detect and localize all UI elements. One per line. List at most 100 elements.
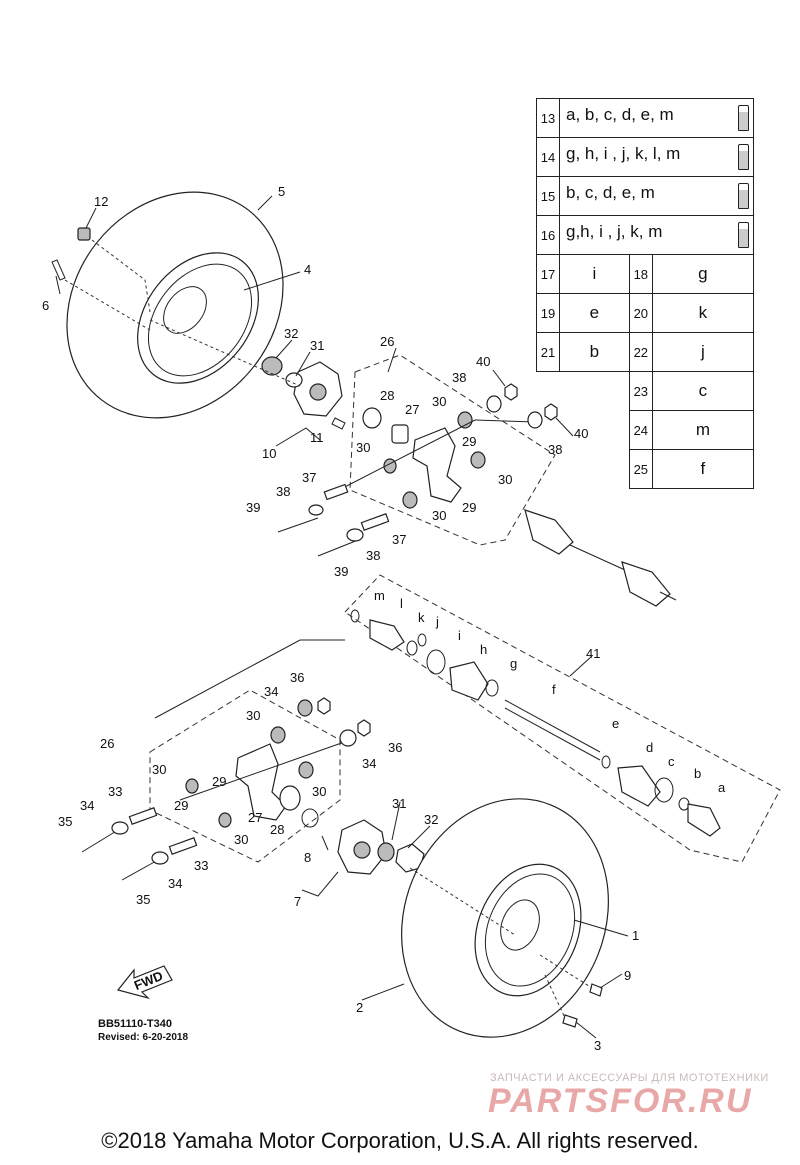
legend-row: 16 g,h, i , j, k, m <box>536 215 754 255</box>
legend-row: 19 e 20 k <box>536 293 755 333</box>
legend-num: 20 <box>628 293 653 333</box>
label-31-bottom: 31 <box>392 796 406 811</box>
label-f: f <box>552 682 556 697</box>
label-39-top-a: 39 <box>246 500 260 515</box>
label-38-top-b: 38 <box>548 442 562 457</box>
label-31-top: 31 <box>310 338 324 353</box>
label-9: 9 <box>624 968 631 983</box>
label-30-c: 30 <box>312 784 326 799</box>
label-30-top-d: 30 <box>432 508 446 523</box>
legend-num: 23 <box>628 371 653 411</box>
label-11: 11 <box>310 430 324 445</box>
grease-tube-icon <box>738 105 749 131</box>
label-27-bottom: 27 <box>248 810 262 825</box>
label-32-top: 32 <box>284 326 298 341</box>
label-27-top: 27 <box>405 402 419 417</box>
copyright-notice: ©2018 Yamaha Motor Corporation, U.S.A. A… <box>101 1128 699 1153</box>
label-26-top: 26 <box>380 334 394 349</box>
upper-hub <box>149 319 346 430</box>
document-code: BB51110-T340 <box>98 1018 172 1030</box>
label-29-a: 29 <box>212 774 226 789</box>
legend-num: 22 <box>628 332 653 372</box>
upper-driveshaft <box>524 509 677 607</box>
label-40-top-a: 40 <box>476 354 490 369</box>
label-36-b: 36 <box>388 740 402 755</box>
label-3: 3 <box>594 1038 601 1053</box>
label-12: 12 <box>94 194 108 209</box>
legend-row: 13 a, b, c, d, e, m <box>536 98 754 138</box>
label-a: a <box>718 780 726 795</box>
label-33-a: 33 <box>108 784 122 799</box>
legend-value: b <box>559 332 630 372</box>
label-8: 8 <box>304 850 311 865</box>
legend-row: 23 c <box>537 371 755 411</box>
legend-value: c <box>651 371 755 411</box>
label-30-d: 30 <box>234 832 248 847</box>
label-30-top-a: 30 <box>356 440 370 455</box>
label-37-top-a: 37 <box>302 470 316 485</box>
legend-num: 18 <box>628 254 653 294</box>
label-1: 1 <box>632 928 639 943</box>
label-d: d <box>646 740 653 755</box>
label-35-b: 35 <box>136 892 150 907</box>
label-30-top-c: 30 <box>498 472 512 487</box>
label-j: j <box>435 614 439 629</box>
legend-num: 21 <box>536 332 560 372</box>
legend-row: 21 b 22 j <box>536 332 755 372</box>
legend-value: f <box>651 449 755 489</box>
upper-wheel <box>66 191 284 419</box>
leader-lines <box>55 195 629 1039</box>
legend-row: 24 m <box>537 410 755 450</box>
lower-driveshaft <box>350 609 721 837</box>
legend-row: 15 b, c, d, e, m <box>536 176 754 216</box>
label-37-top-b: 37 <box>392 532 406 547</box>
upper-knuckle <box>362 407 486 509</box>
label-i: i <box>458 628 461 643</box>
grease-legend-table: 13 a, b, c, d, e, m 14 g, h, i , j, k, l… <box>536 98 755 489</box>
legend-value: g, h, i , j, k, l, m <box>559 137 754 177</box>
legend-value: a, b, c, d, e, m <box>559 98 754 138</box>
label-32-bottom: 32 <box>424 812 438 827</box>
grease-tube-icon <box>738 183 749 209</box>
label-30-b: 30 <box>152 762 166 777</box>
label-k: k <box>418 610 425 625</box>
legend-value: i <box>559 254 630 294</box>
watermark-logo: PARTSFOR.RU <box>488 1082 753 1120</box>
label-35-a: 35 <box>58 814 72 829</box>
label-34-a: 34 <box>264 684 278 699</box>
label-28-bottom: 28 <box>270 822 284 837</box>
label-30-a: 30 <box>246 708 260 723</box>
lower-hub <box>321 819 425 875</box>
label-29-top-a: 29 <box>462 434 476 449</box>
legend-value: b, c, d, e, m <box>559 176 754 216</box>
label-2: 2 <box>356 1000 363 1015</box>
legend-row: 25 f <box>537 449 755 489</box>
label-34-c: 34 <box>80 798 94 813</box>
legend-row: 17 i 18 g <box>536 254 755 294</box>
legend-num: 15 <box>536 176 560 216</box>
label-m: m <box>374 588 385 603</box>
label-26-bottom: 26 <box>100 736 114 751</box>
label-e: e <box>612 716 619 731</box>
legend-value: g <box>651 254 755 294</box>
legend-num: 17 <box>536 254 560 294</box>
label-7: 7 <box>294 894 301 909</box>
label-l: l <box>400 596 403 611</box>
label-38-top-c: 38 <box>276 484 290 499</box>
label-6: 6 <box>42 298 49 313</box>
label-29-b: 29 <box>174 798 188 813</box>
legend-num: 14 <box>536 137 560 177</box>
label-34-d: 34 <box>168 876 182 891</box>
part-labels: 5 4 12 6 32 31 11 10 26 28 27 30 30 29 3… <box>42 184 726 1053</box>
label-40-top-b: 40 <box>574 426 588 441</box>
lower-knuckle <box>185 699 319 828</box>
legend-row: 14 g, h, i , j, k, l, m <box>536 137 754 177</box>
label-10: 10 <box>262 446 276 461</box>
legend-value: j <box>651 332 755 372</box>
label-29-top-b: 29 <box>462 500 476 515</box>
label-38-top-d: 38 <box>366 548 380 563</box>
watermark-tagline: ЗАПЧАСТИ И АКСЕССУАРЫ ДЛЯ МОТОТЕХНИКИ <box>490 1072 769 1084</box>
label-4: 4 <box>304 262 311 277</box>
forward-arrow: FWD <box>116 965 173 1000</box>
